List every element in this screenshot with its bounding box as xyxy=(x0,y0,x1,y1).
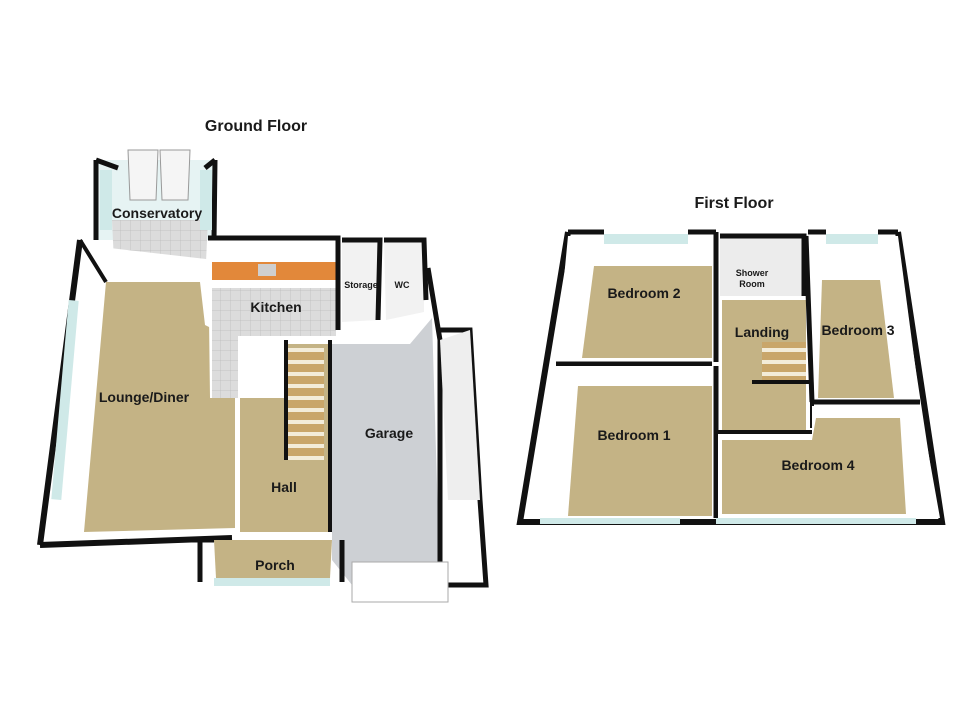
room-label-kitchen: Kitchen xyxy=(250,299,301,315)
ground-floor-title: Ground Floor xyxy=(205,118,307,135)
room-label-bedroom-4: Bedroom 4 xyxy=(781,457,854,473)
stairs-landing xyxy=(762,342,806,384)
room-garage: Garage xyxy=(332,267,489,603)
stairs xyxy=(288,348,324,460)
window xyxy=(540,518,680,524)
room-shower-room: Shower Room xyxy=(720,233,807,296)
room-conservatory: Conservatory xyxy=(93,149,218,262)
room-landing: Landing xyxy=(722,300,814,430)
room-kitchen: Kitchen xyxy=(208,235,341,398)
window xyxy=(716,518,916,524)
room-storage: Storage xyxy=(342,237,383,322)
first-floor-title: First Floor xyxy=(694,195,773,212)
room-bedroom-1: Bedroom 1 xyxy=(524,366,719,518)
room-bedroom-3: Bedroom 3 xyxy=(803,234,920,405)
room-label-porch: Porch xyxy=(255,557,295,573)
room-bedroom-4: Bedroom 4 xyxy=(718,406,940,518)
room-label-storage: Storage xyxy=(344,280,378,290)
room-wc: WC xyxy=(384,237,429,320)
ground-floor: Ground Floor Conservatory Lounge/Diner xyxy=(37,118,489,603)
room-label-shower-room-line1: Shower xyxy=(736,268,769,278)
room-label-hall: Hall xyxy=(271,479,297,495)
room-label-garage: Garage xyxy=(365,425,413,441)
first-floor: First Floor Bedroom 2 Shower Room Landin… xyxy=(516,195,946,525)
room-hall: Hall xyxy=(240,340,332,532)
room-porch: Porch xyxy=(186,537,345,586)
room-label-wc: WC xyxy=(395,280,410,290)
room-label-bedroom-3: Bedroom 3 xyxy=(821,322,894,338)
room-label-lounge-diner: Lounge/Diner xyxy=(99,389,190,405)
room-label-bedroom-1: Bedroom 1 xyxy=(597,427,670,443)
room-label-conservatory: Conservatory xyxy=(112,205,202,221)
garage-door xyxy=(351,561,449,603)
room-label-shower-room-line2: Room xyxy=(739,279,765,289)
room-label-landing: Landing xyxy=(735,324,789,340)
room-bedroom-2: Bedroom 2 xyxy=(556,232,719,367)
room-label-bedroom-2: Bedroom 2 xyxy=(607,285,680,301)
room-lounge-diner: Lounge/Diner xyxy=(37,238,235,548)
